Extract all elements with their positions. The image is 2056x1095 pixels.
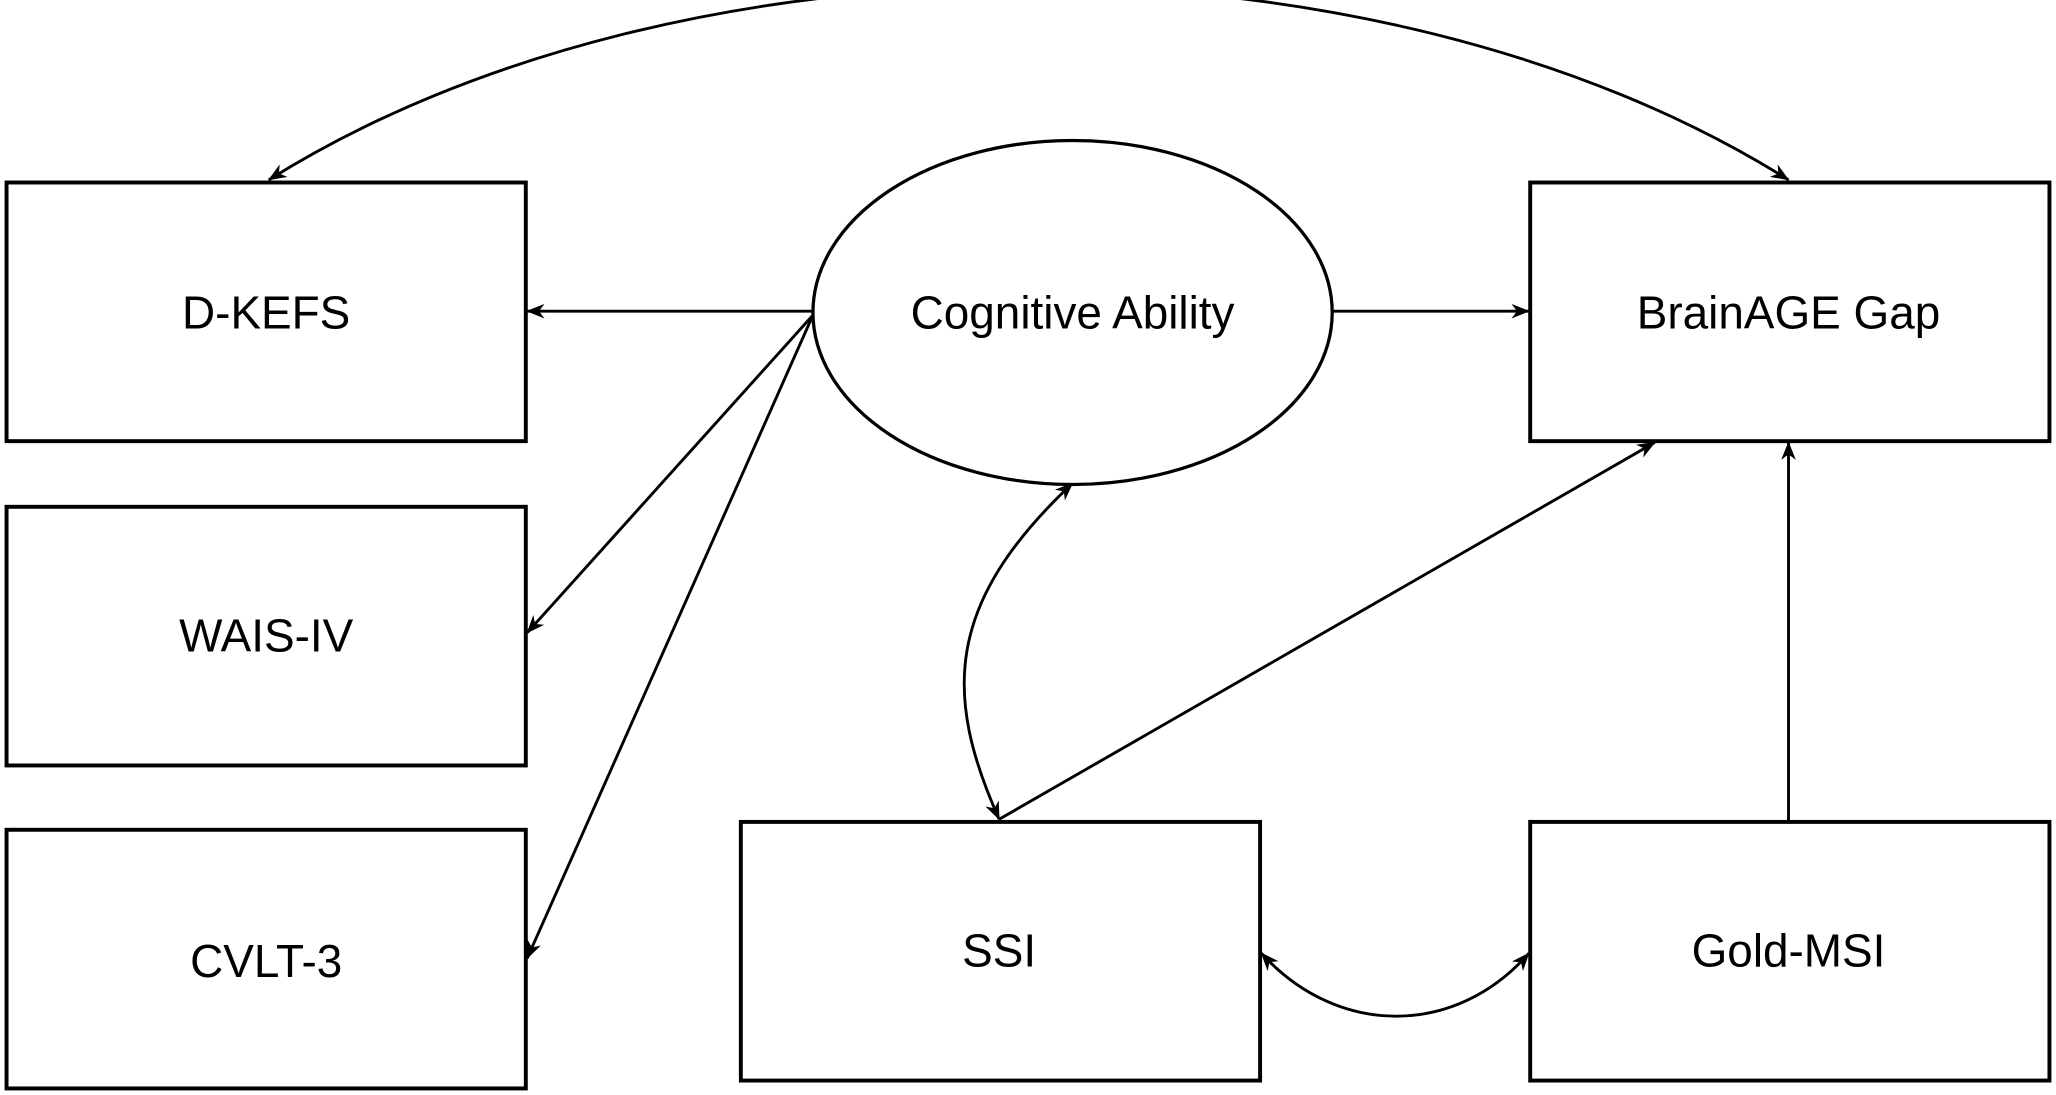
node-dkefs: D-KEFS [4,180,528,444]
edge-ssi-brainage [998,441,1656,821]
node-gold-msi-label: Gold-MSI [1692,925,1886,977]
node-gold-msi: Gold-MSI [1528,819,2052,1083]
node-ssi: SSI [738,819,1263,1083]
node-ssi-label: SSI [962,925,1036,977]
node-wais: WAIS-IV [4,504,528,768]
node-cvlt-label: CVLT-3 [190,935,342,987]
node-cognitive-ability: Cognitive Ability [811,138,1334,487]
edge-cognitive-wais [526,314,815,634]
node-wais-label: WAIS-IV [179,609,354,661]
node-cvlt: CVLT-3 [4,827,528,1091]
node-dkefs-label: D-KEFS [182,286,350,338]
edge-dkefs-brainage-covariance [268,0,1790,182]
edge-cognitive-ssi-covariance [962,482,1074,821]
node-brainage-gap-label: BrainAGE Gap [1637,286,1940,338]
edge-ssi-goldmsi-covariance [1260,952,1530,1018]
edge-cognitive-cvlt [525,314,815,960]
node-cognitive-ability-label: Cognitive Ability [911,286,1235,338]
node-brainage-gap: BrainAGE Gap [1528,180,2052,444]
